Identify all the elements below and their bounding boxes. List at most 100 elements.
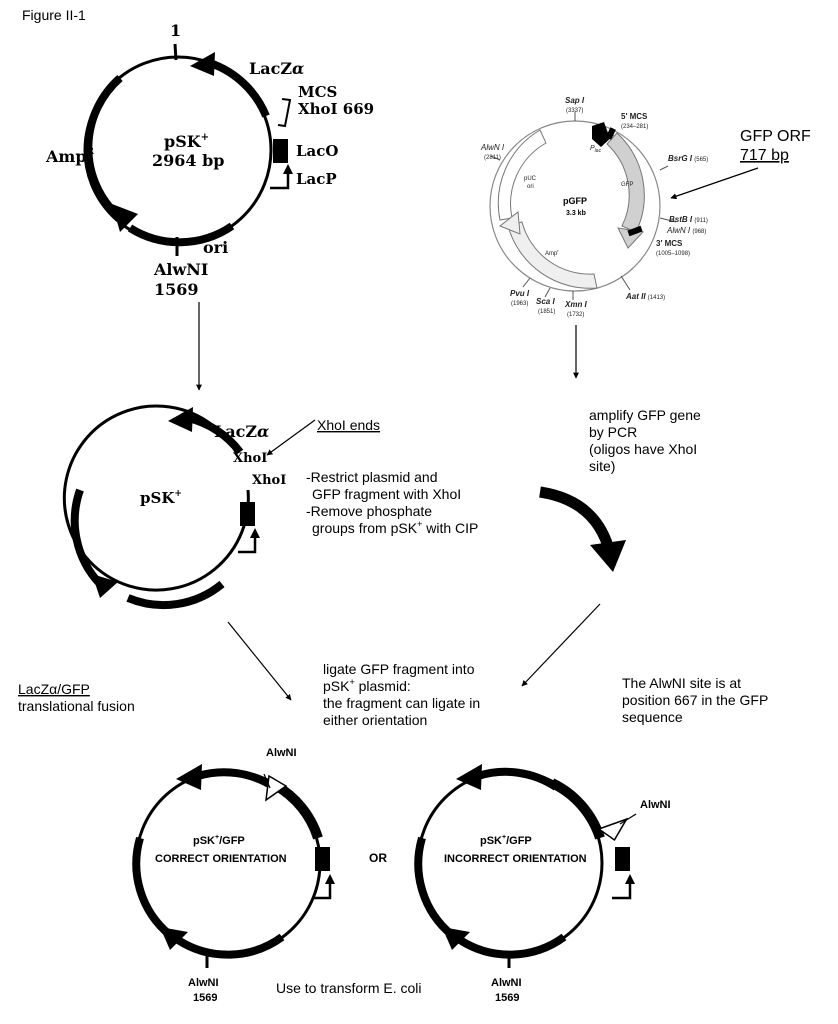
correct-promoter-arrowhead [325, 874, 335, 884]
gfp-segment-label: GFP [621, 182, 633, 188]
correct-laco-box [315, 847, 330, 871]
alwni-label: AlwNI [153, 260, 208, 279]
alwn-top-label: AlwN I [480, 143, 505, 152]
psk-plasmid-map [83, 43, 293, 256]
amplify-line-3: (oligos have XhoI [589, 441, 697, 457]
mcs3-block [627, 225, 643, 237]
lacz-label: LacZα [249, 59, 304, 78]
correct-title-1: pSK+/GFP [193, 834, 245, 847]
remove-line-2: groups from pSK+ with CIP [312, 519, 478, 536]
alwn-top-pos: (2811) [484, 155, 501, 161]
bsrgi-label: BsrG I (565) [668, 154, 708, 163]
mcs5-label: 5′ MCS [621, 112, 648, 121]
mcs5-range: (234–281) [621, 124, 648, 130]
psk-size: 2964 bp [152, 151, 224, 170]
aatii-tick [620, 275, 631, 291]
incorrect-lacz-arc [476, 767, 559, 791]
remove-line-1: -Remove phosphate [306, 503, 432, 519]
gfp-orf-label: GFP ORF [740, 128, 811, 145]
incorrect-laco-box [615, 847, 630, 871]
incorrect-title-1: pSK+/GFP [480, 834, 532, 847]
curved-arrow-shaft [539, 486, 614, 548]
transform-label: Use to transform E. coli [276, 980, 422, 996]
ampr-arrowhead [112, 204, 138, 232]
psk-cut-amp-arrowhead [92, 574, 118, 598]
pvui-pos: (1963) [511, 301, 528, 307]
bsrgi-tick [659, 165, 669, 171]
correct-alwni-pointer [263, 773, 271, 789]
curved-arrow-head [590, 540, 626, 572]
incorrect-alwni-pos: 1569 [495, 992, 519, 1004]
gfp-orf-size: 717 bp [740, 147, 789, 164]
psk-cut-promoter-arrowhead [250, 528, 260, 538]
incorrect-amp-arrowhead [442, 927, 470, 950]
lacp-arrowhead [283, 164, 293, 174]
arrow-gfp-orf [670, 167, 759, 200]
ori-small-label: ori [527, 184, 534, 190]
xmni-pos: (1732) [567, 312, 584, 318]
incorrect-lacz-arrowhead [456, 764, 482, 790]
arrow-xhoi-ends [266, 419, 316, 456]
ligate-line-1: ligate GFP fragment into [323, 661, 475, 677]
middle-xhoi-lower: XhoI [252, 473, 286, 488]
xhoi-669-label: XhoI 669 [298, 100, 374, 118]
alwn-top-tick [490, 155, 501, 161]
position-one-label: 1 [170, 21, 181, 40]
mcs3-label: 3′ MCS [656, 239, 683, 248]
laco-label: LacO [296, 142, 338, 160]
restrict-line-1: -Restrict plasmid and [306, 469, 438, 485]
sapi-pos: (3337) [566, 108, 583, 114]
alwn-bot-label: AlwN I (968) [666, 226, 706, 235]
pgfp-plasmid-map [489, 112, 677, 300]
correct-alwni-pos: 1569 [193, 992, 217, 1004]
ori-arc [127, 222, 235, 247]
mcs3-range: (1005–1098) [656, 251, 690, 257]
restrict-line-2: GFP fragment with XhoI [312, 486, 461, 502]
correct-alwni-top-label: AlwNI [266, 747, 297, 759]
middle-xhoi-upper: XhoI [233, 451, 267, 466]
alwni-note-line-2: position 667 in the GFP [622, 692, 768, 708]
psk-cut-amp-arc [70, 488, 103, 587]
correct-lacz-arrowhead [176, 764, 202, 790]
bstbi-tick [659, 217, 677, 223]
psk-cut-promoter-line [238, 536, 257, 554]
psk-cut-backbone [62, 404, 250, 592]
position-one-tick [173, 43, 178, 61]
incorrect-alwni-bot-label: AlwNI [491, 977, 522, 989]
scai-tick [544, 287, 551, 298]
correct-ori-arc [175, 933, 285, 959]
correct-orientation-plasmid [132, 764, 335, 968]
ori-label: ori [203, 238, 228, 257]
incorrect-promoter-arrowhead [625, 874, 635, 884]
correct-title-2: CORRECT ORIENTATION [155, 853, 287, 865]
pgfp-size: 3.3 kb [566, 210, 586, 217]
scai-label: Sca I [536, 297, 555, 306]
puc-ori-segment [497, 129, 547, 221]
correct-promoter-line [312, 882, 332, 900]
alwni-note-line-1: The AlwNI site is at [622, 675, 741, 691]
correct-lacz-arc [196, 768, 277, 791]
pvui-label: Pvu I [510, 289, 530, 298]
figure-label: Figure II-1 [22, 7, 86, 23]
ampr-arc [84, 74, 123, 219]
pgfp-labels: Sap I (3337) 5′ MCS (234–281) AlwN I (28… [480, 96, 708, 318]
correct-gfp-arc [272, 780, 323, 840]
incorrect-amp-arc [414, 836, 455, 939]
amplify-line-4: site) [589, 458, 615, 474]
lacp-label: LacP [296, 170, 337, 188]
arrow-to-ligate-left [227, 621, 292, 701]
puc-label: pUC [524, 176, 537, 182]
correct-amp-arc [132, 836, 173, 939]
or-label: OR [369, 851, 387, 865]
amp-segment-tip [499, 211, 521, 235]
incorrect-alwni-triangle [597, 817, 629, 842]
middle-lacz-label: LacZα [214, 422, 269, 441]
incorrect-ori-arc [457, 933, 567, 959]
alwni-note-line-3: sequence [622, 709, 683, 725]
incorrect-alwni-top-label: AlwNI [640, 799, 671, 811]
mcs5-block [605, 127, 616, 140]
arrow-to-ligate-right [521, 603, 601, 687]
amplify-line-2: by PCR [589, 424, 637, 440]
correct-alwni-triangle [265, 774, 288, 802]
